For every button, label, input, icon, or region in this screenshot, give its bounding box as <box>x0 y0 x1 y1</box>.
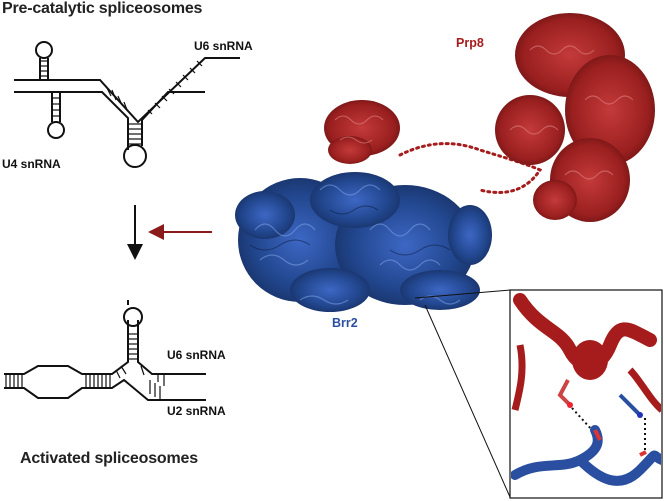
title-activated: Activated spliceosomes <box>20 450 198 467</box>
label-u6-snrna-top: U6 snRNA <box>194 39 253 53</box>
label-u6-snrna-bottom: U6 snRNA <box>167 348 226 362</box>
prp8-jab1-domain <box>324 100 400 164</box>
prp8-structure <box>495 13 655 222</box>
label-prp8: Prp8 <box>456 36 484 50</box>
zoom-lines <box>414 289 511 498</box>
zoom-inset <box>509 289 663 499</box>
activated-rna-diagram <box>4 300 206 401</box>
label-u4-snrna: U4 snRNA <box>2 157 61 171</box>
brr2-structure <box>235 172 492 312</box>
title-precatalytic: Pre-catalytic spliceosomes <box>2 0 203 17</box>
label-u2-snrna: U2 snRNA <box>167 404 226 418</box>
label-brr2: Brr2 <box>332 316 358 330</box>
precatalytic-rna-diagram <box>14 41 240 168</box>
